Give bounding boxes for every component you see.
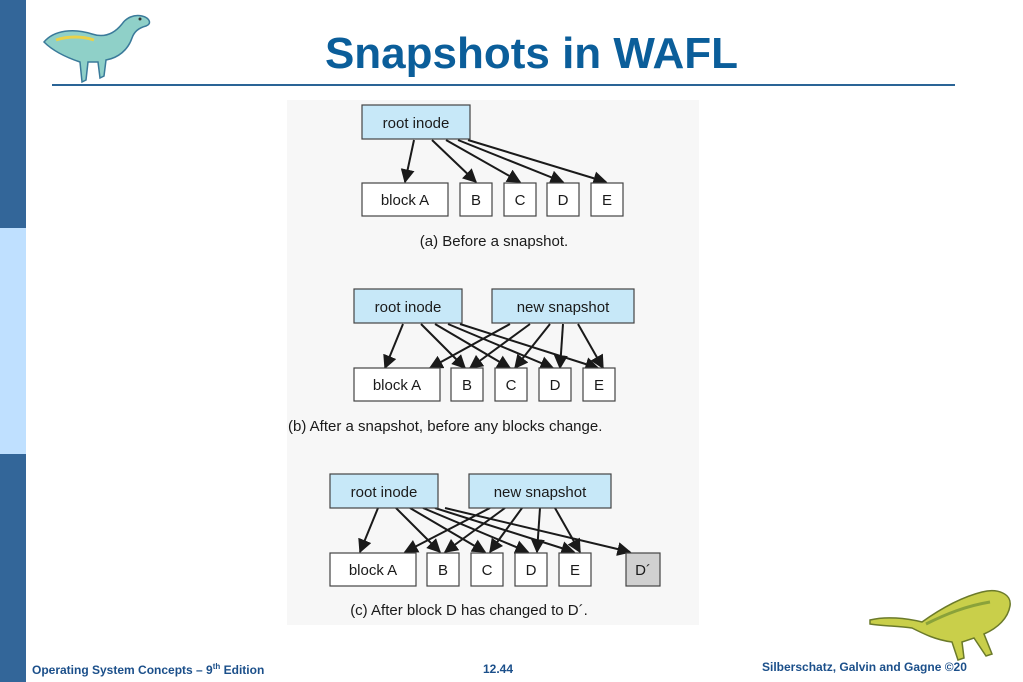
panel-c-block-a-box [329, 552, 417, 587]
panel-a-root-inode-label: root inode [383, 115, 450, 132]
panel-c-caption: (c) After block D has changed to D´. [350, 602, 588, 619]
panel-c-block-b-label: B [438, 562, 448, 579]
sidebar-stripe [0, 0, 26, 682]
panel-b-block-d-box [538, 367, 572, 402]
footer-left-sup: th [212, 662, 221, 671]
panel-b-new-snapshot-box [491, 288, 635, 324]
panel-c-arrows [358, 507, 632, 556]
panel-c-block-c-label: C [482, 562, 493, 579]
panel-c: root inode new snapshot block A B C D E … [329, 473, 661, 619]
panel-a: root inode block A B C D E (a) Before a … [361, 104, 624, 250]
footer-page-number: 12.44 [483, 662, 514, 676]
panel-a-block-a-box [361, 182, 449, 217]
panel-b-arrows [383, 323, 604, 371]
panel-c-block-b-box [426, 552, 460, 587]
panel-c-new-snapshot-label: new snapshot [494, 484, 587, 501]
panel-a-block-c-label: C [515, 192, 526, 209]
dinosaur-logo-icon [42, 14, 151, 84]
panel-b-block-d-label: D [550, 377, 561, 394]
panel-c-block-c-box [470, 552, 504, 587]
panel-a-arrows [400, 139, 608, 186]
panel-c-block-d-box [514, 552, 548, 587]
panel-b-block-c-box [494, 367, 528, 402]
panel-b-block-e-label: E [594, 377, 604, 394]
panel-c-root-inode-box [329, 473, 439, 509]
panel-a-root-inode-box [361, 104, 471, 140]
panel-a-block-d-box [546, 182, 580, 217]
panel-c-block-e-label: E [570, 562, 580, 579]
panel-c-block-d-label: D [526, 562, 537, 579]
slide-title: Snapshots in WAFL [324, 29, 739, 78]
panel-a-block-b-box [459, 182, 493, 217]
panel-a-caption: (a) Before a snapshot. [420, 233, 568, 250]
panel-c-root-inode-label: root inode [351, 484, 418, 501]
panel-a-block-c-box [503, 182, 537, 217]
dinosaur-corner-icon [869, 590, 1011, 661]
panel-a-block-e-box [590, 182, 624, 217]
panel-b-new-snapshot-label: new snapshot [517, 299, 610, 316]
panel-a-block-b-label: B [471, 192, 481, 209]
panel-a-block-e-label: E [602, 192, 612, 209]
panel-c-block-d-prime-label: D´ [635, 562, 651, 579]
panel-a-block-a-label: block A [381, 192, 429, 209]
title-underline [52, 84, 955, 86]
footer-left: Operating System Concepts – 9th Edition [32, 662, 264, 677]
panel-b-block-b-box [450, 367, 484, 402]
panel-b-block-c-label: C [506, 377, 517, 394]
panel-b-root-inode-box [353, 288, 463, 324]
footer-left-post: Edition [220, 663, 265, 677]
panel-c-new-snapshot-box [468, 473, 612, 509]
panel-b-block-a-label: block A [373, 377, 421, 394]
panel-c-block-a-label: block A [349, 562, 397, 579]
sidebar-highlight [0, 228, 26, 454]
panel-c-block-d-prime-box [625, 552, 661, 587]
panel-b-caption: (b) After a snapshot, before any blocks … [288, 418, 602, 435]
panel-b-block-a-box [353, 367, 441, 402]
footer-right: Silberschatz, Galvin and Gagne ©20 [762, 660, 967, 674]
panel-c-block-e-box [558, 552, 592, 587]
panel-a-block-d-label: D [558, 192, 569, 209]
panel-b: root inode new snapshot block A B C D E … [288, 288, 635, 435]
footer-left-main: Operating System Concepts – 9 [32, 663, 213, 677]
panel-b-block-b-label: B [462, 377, 472, 394]
panel-b-block-e-box [582, 367, 616, 402]
panel-b-root-inode-label: root inode [375, 299, 442, 316]
